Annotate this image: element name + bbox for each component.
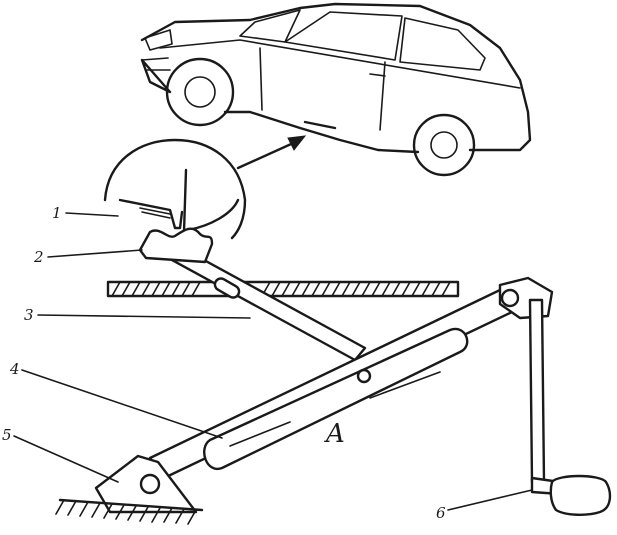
label-dimension-a: A [324,419,345,449]
car-body-outline [140,2,532,154]
label-part-6: 6 [436,504,446,522]
leader-2 [47,249,143,258]
leader-lines [13,212,533,511]
detail-hatch [139,207,171,219]
label-part-5: 5 [2,426,12,444]
car-front-wheel [165,57,235,127]
detail-sill-profile [118,198,240,232]
detail-pin [182,168,188,234]
screw-rod-hatching [111,281,451,297]
ground-hatching [55,499,197,525]
center-pivot [356,368,372,384]
car-door-line [259,47,386,131]
dimension-line-a [229,371,441,447]
car-side-window-rear [399,17,486,71]
label-part-1: 1 [52,204,62,222]
car-rear-wheel [412,113,476,177]
car-rear-hub [430,131,458,159]
detail-callout [103,135,307,240]
label-part-4: 4 [9,360,20,378]
car-windshield [239,9,301,43]
arm-slot [213,277,241,299]
crank-handle [549,474,612,516]
car-front-hub [184,76,216,108]
leader-1 [65,212,119,217]
lever-sleeve [203,327,469,471]
label-part-2: 2 [33,248,44,266]
ground-line [58,498,204,512]
leader-5 [13,435,119,483]
nut-pivot [500,288,520,308]
crank-shaft [528,298,546,484]
pointer-arrow-head [287,135,307,151]
scissor-jack [55,227,612,525]
leader-4 [21,369,223,439]
label-part-3: 3 [24,306,34,324]
leader-3 [37,314,251,319]
saddle [138,227,214,264]
car-bumper [141,57,171,71]
base-pivot [139,473,161,495]
car-jack-point [303,120,337,130]
screw-rod [106,280,460,298]
detail-circle-arc [103,138,247,240]
car-illustration [140,2,532,177]
leader-6 [447,489,533,511]
car-door-handle [369,73,386,77]
car-side-window-front [284,11,403,61]
pointer-arrow-line [236,138,302,170]
car-belt-line [159,39,521,89]
car-headlight [144,29,173,51]
